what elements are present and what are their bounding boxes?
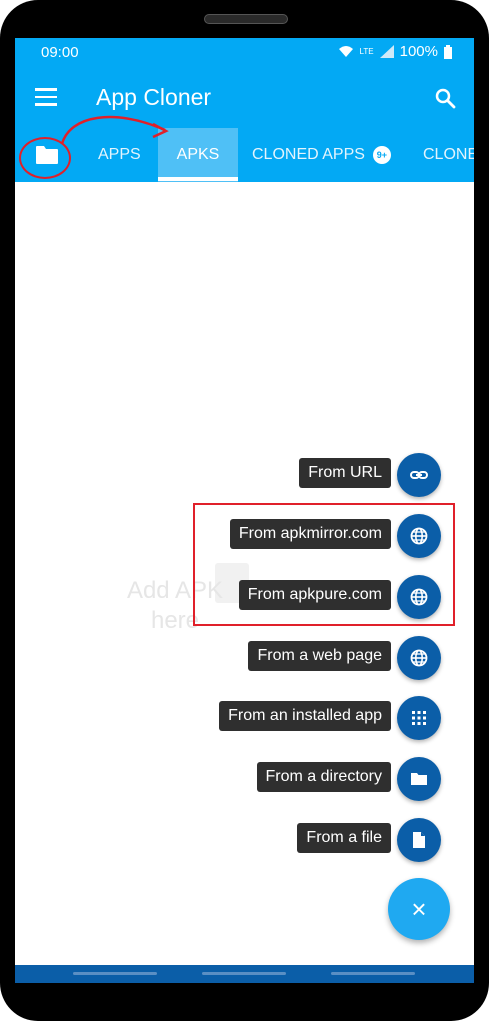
from-directory-button[interactable]	[397, 757, 441, 801]
from-web-page-label[interactable]: From a web page	[248, 641, 391, 671]
globe-icon	[410, 527, 428, 545]
tab-clone-label: CLONE	[423, 146, 474, 163]
app-bar: 09:00 LTE 100% App Cloner APPS APKS CLON…	[15, 38, 474, 182]
nav-pill-right	[331, 972, 415, 975]
close-fab-button[interactable]: ×	[388, 878, 450, 940]
battery-icon	[444, 44, 452, 59]
empty-state-text: Add APK here	[110, 576, 240, 636]
from-url-button[interactable]	[397, 453, 441, 497]
status-right: LTE 100%	[338, 43, 452, 60]
from-installed-app-button[interactable]	[397, 696, 441, 740]
status-time: 09:00	[41, 44, 79, 61]
wifi-icon	[338, 46, 353, 57]
apps-grid-icon	[412, 711, 426, 725]
nav-pill-center	[202, 972, 286, 975]
from-apkmirror-label[interactable]: From apkmirror.com	[229, 519, 391, 549]
tab-apps-label: APPS	[98, 146, 141, 163]
empty-state-line2: here	[150, 607, 200, 634]
search-icon[interactable]	[433, 86, 457, 110]
tab-indicator	[158, 177, 238, 181]
from-apkpure-label[interactable]: From apkpure.com	[238, 580, 391, 610]
battery-percent: 100%	[399, 43, 438, 60]
from-directory-label[interactable]: From a directory	[256, 762, 391, 792]
app-title: App Cloner	[96, 84, 212, 110]
link-icon	[410, 471, 428, 479]
tab-apps[interactable]: APPS	[98, 128, 141, 182]
tab-bar: APPS APKS CLONED APPS 9+ CLONE	[15, 128, 474, 182]
annotation-rectangle	[193, 503, 455, 626]
close-icon: ×	[411, 893, 427, 924]
status-bar: 09:00 LTE 100%	[15, 38, 474, 68]
from-url-label[interactable]: From URL	[299, 458, 391, 488]
folder-icon	[411, 773, 427, 785]
empty-state-line1: Add APK	[126, 577, 224, 604]
menu-icon[interactable]	[35, 88, 57, 106]
nav-bar	[15, 965, 474, 983]
cloned-count-badge: 9+	[372, 145, 391, 164]
tab-apks-label: APKS	[176, 146, 220, 163]
from-apkmirror-button[interactable]	[397, 514, 441, 558]
signal-icon	[379, 45, 394, 58]
from-apkpure-button[interactable]	[397, 575, 441, 619]
screen: 09:00 LTE 100% App Cloner APPS APKS CLON…	[15, 38, 474, 983]
nav-pill-left	[73, 972, 157, 975]
tab-cloned-apps-label: CLONED APPS	[252, 146, 365, 163]
tab-cloned-apps[interactable]: CLONED APPS 9+	[252, 128, 391, 182]
annotation-circle	[19, 137, 71, 179]
from-file-label[interactable]: From a file	[297, 823, 391, 853]
from-web-page-button[interactable]	[397, 636, 441, 680]
from-installed-app-label[interactable]: From an installed app	[219, 701, 391, 731]
file-icon	[413, 832, 425, 848]
phone-speaker	[204, 14, 288, 24]
globe-icon	[410, 649, 428, 667]
tab-apks[interactable]: APKS	[158, 128, 238, 182]
globe-icon	[410, 588, 428, 606]
network-type: LTE	[359, 47, 374, 56]
tab-clone-partial[interactable]: CLONE	[423, 128, 474, 182]
from-file-button[interactable]	[397, 818, 441, 862]
